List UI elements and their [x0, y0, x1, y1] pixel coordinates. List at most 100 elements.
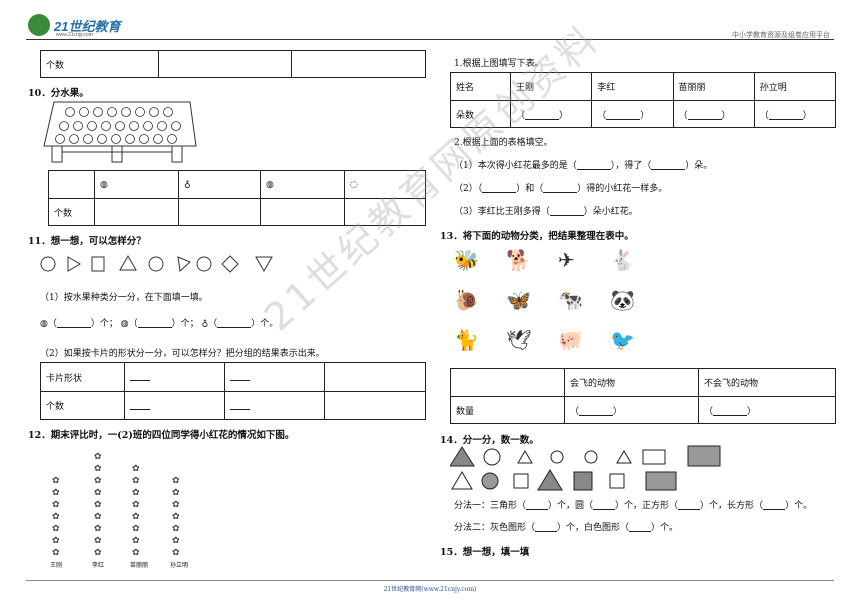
peach-icon: ◍	[266, 179, 274, 190]
flower-icon: ✿	[132, 464, 140, 474]
answer-blank[interactable]	[130, 372, 150, 381]
answer-blank[interactable]	[230, 401, 250, 410]
answer-blank[interactable]	[217, 319, 252, 328]
flower-icon: ✿	[132, 524, 140, 534]
answer-blank[interactable]	[763, 501, 786, 510]
rabbit-icon: 🐇	[610, 248, 635, 272]
flower-icon: ✿	[94, 536, 102, 546]
animal-grid: 🐝🐕✈🐇🐌🦋🐄🐼🐈🕊🐖🐦	[454, 248, 654, 364]
q11-fill-row: ◍（）个； ◍（）个； ♁（）个。	[40, 319, 279, 329]
flower-icon: ✿	[52, 512, 60, 522]
q12-table: 姓名 王刚 李红 苗丽丽 孙立明 朵数 （） （） （） （）	[450, 72, 837, 128]
q13-table: 会飞的动物 不会飞的动物 数量 （） （）	[450, 368, 836, 424]
footer-divider	[26, 580, 834, 581]
flower-icon: ✿	[94, 524, 102, 534]
q10-row-label: 个数	[48, 198, 95, 226]
tomato-icon: ◌	[350, 179, 358, 190]
logo-url: www.21cnjy.com	[56, 32, 93, 38]
q10-title: 10．分水果。	[28, 88, 89, 99]
q14-method-2: 分法二：灰色图形（）个，白色图形（）个。	[454, 523, 679, 533]
answer-blank[interactable]	[130, 401, 150, 410]
bird-icon: 🕊	[506, 328, 532, 352]
logo-icon	[28, 14, 50, 36]
q11-p2: （2）如果按卡片的形状分一分，可以怎样分？把分组的结果表示出来。	[40, 349, 325, 359]
student-name-label: 王刚	[50, 562, 63, 569]
flower-icon: ✿	[132, 476, 140, 486]
peach-icon: ◍	[120, 319, 129, 329]
apple-icon: ◍	[40, 319, 48, 329]
flower-icon: ✿	[172, 548, 180, 558]
flower-icon: ✿	[172, 500, 180, 510]
flower-icon: ✿	[132, 488, 140, 498]
answer-blank[interactable]	[579, 407, 614, 416]
flower-icon: ✿	[94, 476, 102, 486]
answer-blank[interactable]	[482, 184, 517, 193]
flower-icon: ✿	[132, 536, 140, 546]
answer-blank[interactable]	[713, 407, 748, 416]
q13-col1: 会飞的动物	[564, 368, 699, 397]
answer-blank[interactable]	[576, 161, 611, 170]
site-name: 中小学教育资源及组卷应用平台	[732, 32, 830, 39]
cat-icon: 🐈	[454, 328, 479, 352]
answer-blank[interactable]	[549, 207, 584, 216]
fruit-cards-row	[40, 254, 273, 273]
flower-icon: ✿	[132, 500, 140, 510]
flower-icon: ✿	[172, 488, 180, 498]
panda-icon: 🐼	[610, 288, 635, 312]
flower-icon: ✿	[94, 488, 102, 498]
q13-title: 13．将下面的动物分类，把结果整理在表中。	[440, 231, 634, 242]
flower-icon: ✿	[172, 512, 180, 522]
bee-icon: 🐝	[454, 248, 479, 272]
q12-title: 12．期末评比时，一(2)班的四位同学得小红花的情况如下图。	[28, 430, 295, 441]
flower-icon: ✿	[52, 488, 60, 498]
answer-blank[interactable]	[137, 319, 172, 328]
q14-method-1: 分法一：三角形（）个，圆（）个，正方形（）个，长方形（）个。	[454, 501, 813, 511]
flower-icon: ✿	[172, 524, 180, 534]
q11-p1: （1）按水果种类分一分，在下面填一填。	[40, 293, 208, 303]
answer-blank[interactable]	[543, 184, 578, 193]
q12-fill-1: （1）本次得小红花最多的是（），得了（）朵。	[454, 161, 713, 171]
answer-blank[interactable]	[526, 501, 549, 510]
q13-row: 数量	[450, 396, 565, 424]
flower-icon: ✿	[94, 512, 102, 522]
answer-blank[interactable]	[535, 523, 558, 532]
site-logo: 21世纪教育 www.21cnjy.com	[28, 14, 148, 40]
flower-icon: ✿	[52, 476, 60, 486]
q11-title: 11．想一想，可以怎样分？	[28, 236, 146, 247]
answer-blank[interactable]	[768, 111, 803, 120]
flower-icon: ✿	[94, 464, 102, 474]
fruit-tray-illustration	[43, 101, 197, 163]
answer-blank[interactable]	[651, 161, 686, 170]
answer-blank[interactable]	[56, 319, 91, 328]
answer-blank[interactable]	[606, 111, 641, 120]
q12-th-name: 姓名	[450, 72, 511, 101]
q13-col2: 不会飞的动物	[698, 368, 836, 397]
answer-blank[interactable]	[687, 111, 722, 120]
flower-icon: ✿	[132, 548, 140, 558]
snail-icon: 🐌	[454, 288, 479, 312]
flower-icon: ✿	[94, 548, 102, 558]
top-table: 个数	[40, 50, 426, 78]
butterfly-icon: 🦋	[506, 288, 531, 312]
flower-icon: ✿	[172, 476, 180, 486]
q11-table: 卡片形状 个数	[40, 362, 426, 420]
q12-s1: 1.根据上图填写下表。	[454, 59, 544, 69]
answer-blank[interactable]	[629, 523, 652, 532]
answer-blank[interactable]	[230, 372, 250, 381]
flower-icon: ✿	[132, 512, 140, 522]
header-divider	[26, 39, 834, 40]
shapes-row	[450, 445, 721, 491]
flower-icon: ✿	[94, 500, 102, 510]
flower-icon: ✿	[94, 452, 102, 462]
q15-title: 15．想一想，填一填	[440, 547, 530, 558]
student-name-label: 苗丽丽	[130, 562, 149, 569]
footer-link[interactable]: 21世纪教育网(www.21cnjy.com)	[383, 586, 477, 593]
answer-blank[interactable]	[593, 501, 616, 510]
answer-blank[interactable]	[678, 501, 701, 510]
q11-row2: 个数	[40, 391, 125, 420]
apple-icon: ◍	[100, 179, 108, 190]
answer-blank[interactable]	[525, 111, 560, 120]
flower-icon: ✿	[52, 536, 60, 546]
q12-fill-2: （2）（）和（）得的小红花一样多。	[454, 184, 668, 194]
flower-chart: ✿✿✿✿✿✿✿王刚✿✿✿✿✿✿✿✿✿李红✿✿✿✿✿✿✿✿苗丽丽✿✿✿✿✿✿✿孙立…	[40, 440, 200, 569]
